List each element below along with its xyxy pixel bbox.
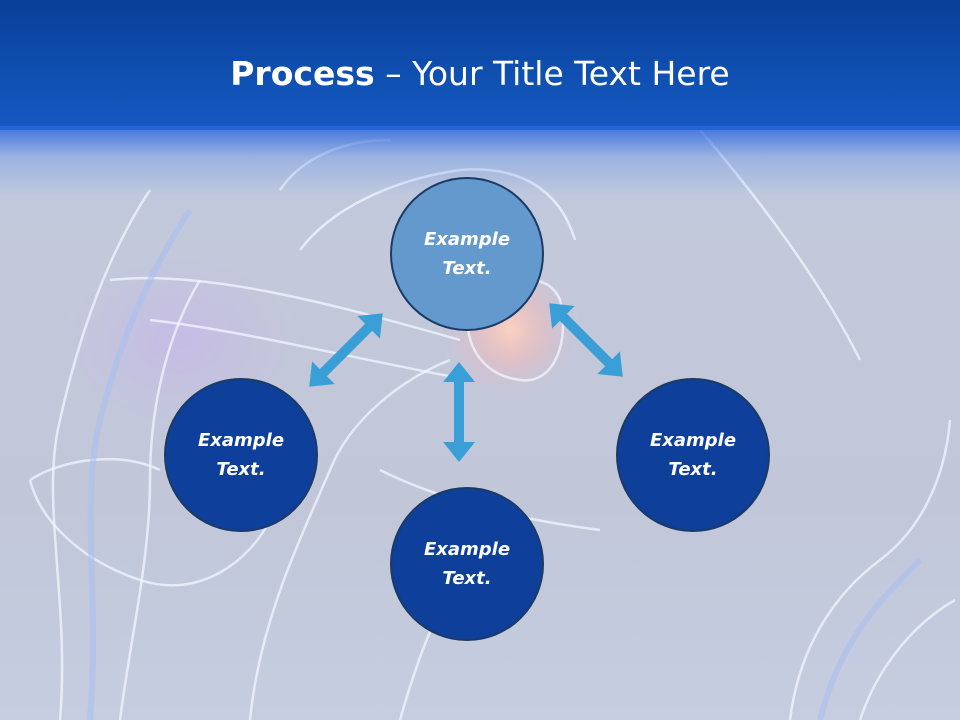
process-node-left-label: Example Text. — [197, 430, 285, 480]
process-node-bottom[interactable]: Example Text. — [390, 487, 544, 641]
title-bold-text: Process — [230, 54, 375, 93]
title-rest-text: – Your Title Text Here — [374, 54, 730, 93]
process-node-top[interactable]: Example Text. — [390, 177, 544, 331]
process-node-top-label: Example Text. — [423, 229, 511, 279]
title-bar — [0, 0, 960, 130]
process-node-right-label: Example Text. — [649, 430, 737, 480]
slide-title: Process – Your Title Text Here — [0, 52, 960, 96]
process-node-right[interactable]: Example Text. — [616, 378, 770, 532]
process-node-left[interactable]: Example Text. — [164, 378, 318, 532]
process-node-bottom-label: Example Text. — [423, 539, 511, 589]
